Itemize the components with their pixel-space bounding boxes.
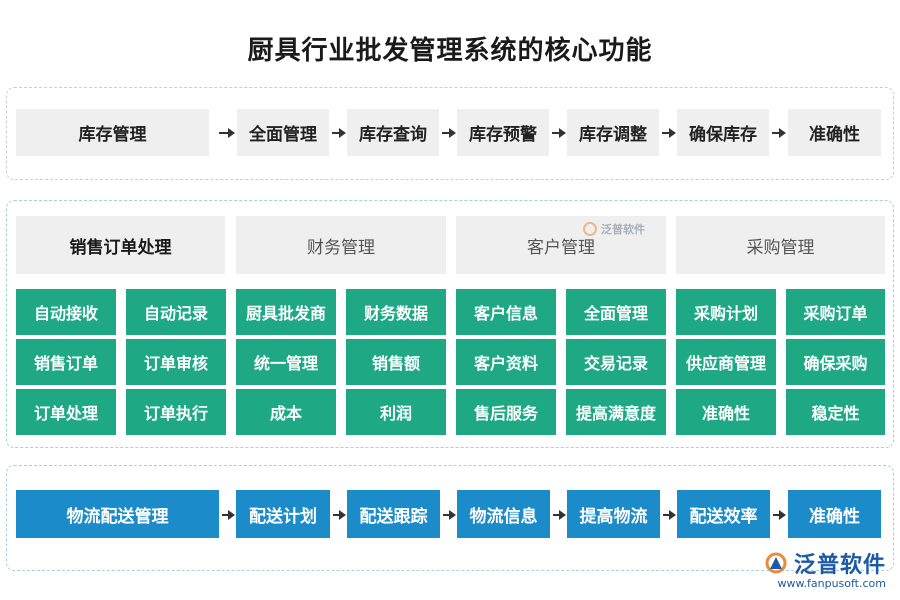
module-header: 采购管理 (676, 216, 885, 274)
module-item: 客户资料 (456, 339, 556, 385)
inventory-panel (6, 87, 894, 180)
module-item: 利润 (346, 389, 446, 435)
arrow-icon (442, 128, 456, 138)
page-title: 厨具行业批发管理系统的核心功能 (247, 36, 653, 66)
module-item: 自动接收 (16, 289, 116, 335)
inventory-head: 库存管理 (16, 109, 209, 156)
module-item: 自动记录 (126, 289, 226, 335)
logistics-step: 配送跟踪 (347, 490, 440, 538)
module-item: 交易记录 (566, 339, 666, 385)
logistics-step: 提高物流 (567, 490, 660, 538)
inventory-step: 库存查询 (347, 109, 439, 156)
module-item: 准确性 (676, 389, 776, 435)
inventory-step: 准确性 (788, 109, 881, 156)
module-header: 财务管理 (236, 216, 446, 274)
brand-name: 泛普软件 (793, 553, 886, 578)
watermark: 泛普软件 (583, 221, 645, 237)
arrow-icon (219, 128, 235, 138)
module-item: 采购订单 (786, 289, 885, 335)
module-item: 订单审核 (126, 339, 226, 385)
module-item: 订单处理 (16, 389, 116, 435)
brand-url: www.fanpusoft.com (777, 577, 886, 590)
module-item: 订单执行 (126, 389, 226, 435)
inventory-step: 库存调整 (567, 109, 659, 156)
arrow-icon (332, 128, 346, 138)
logistics-step: 准确性 (788, 490, 881, 538)
logistics-head: 物流配送管理 (16, 490, 219, 538)
arrow-icon (773, 510, 786, 520)
arrow-icon (222, 510, 235, 520)
module-item: 客户信息 (456, 289, 556, 335)
inventory-step: 库存预警 (457, 109, 549, 156)
brand-icon (764, 551, 788, 575)
arrow-icon (443, 510, 456, 520)
module-item: 销售额 (346, 339, 446, 385)
module-item: 厨具批发商 (236, 289, 336, 335)
module-item: 确保采购 (786, 339, 885, 385)
arrow-icon (662, 128, 676, 138)
arrow-icon (553, 510, 566, 520)
modules-panel (6, 200, 894, 448)
arrow-icon (772, 128, 786, 138)
module-item: 采购计划 (676, 289, 776, 335)
module-item: 统一管理 (236, 339, 336, 385)
module-header: 销售订单处理 (16, 216, 225, 274)
inventory-step: 确保库存 (677, 109, 769, 156)
module-item: 销售订单 (16, 339, 116, 385)
module-item: 稳定性 (786, 389, 885, 435)
module-item: 成本 (236, 389, 336, 435)
inventory-step: 全面管理 (237, 109, 329, 156)
module-item: 提高满意度 (566, 389, 666, 435)
brand-logo: 泛普软件 www.fanpusoft.com (764, 547, 886, 590)
logistics-step: 配送效率 (677, 490, 770, 538)
logistics-step: 配送计划 (236, 490, 330, 538)
arrow-icon (333, 510, 346, 520)
arrow-icon (663, 510, 676, 520)
arrow-icon (552, 128, 566, 138)
module-item: 供应商管理 (676, 339, 776, 385)
module-item: 财务数据 (346, 289, 446, 335)
logo-icon (583, 222, 597, 236)
module-item: 售后服务 (456, 389, 556, 435)
logistics-panel (6, 465, 894, 571)
logistics-step: 物流信息 (457, 490, 550, 538)
module-item: 全面管理 (566, 289, 666, 335)
module-header: 客户管理 (456, 216, 666, 274)
